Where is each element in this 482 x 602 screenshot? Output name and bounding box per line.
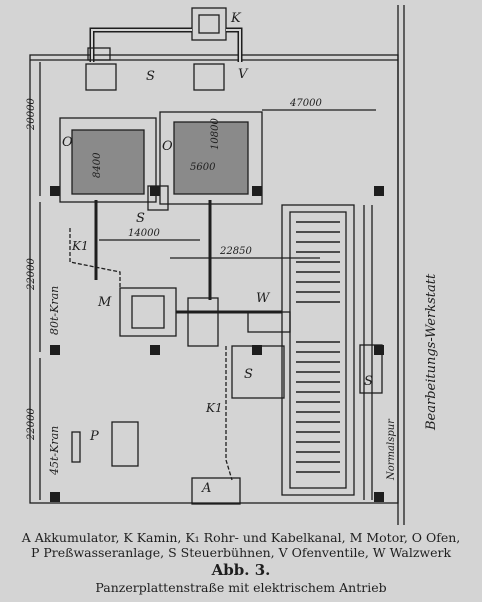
furnace-left-hearth <box>71 129 145 195</box>
label-motor: M <box>97 295 112 310</box>
label-control-stand-bottom: S <box>244 367 253 382</box>
dim-5600: 5600 <box>190 162 216 173</box>
legend-line-2: P Preßwasseranlage, S Steuerbühnen, V Of… <box>30 545 452 560</box>
motor <box>119 287 177 337</box>
cable-channel-bottom <box>225 346 233 481</box>
rail-label: Normalspur <box>386 418 397 481</box>
dim-22000-lower: 22000 <box>26 408 37 441</box>
crane-label-80t: 80t-Kran <box>48 286 61 335</box>
dim-22000-upper: 22000 <box>26 258 37 291</box>
furnace-right-hearth <box>173 121 249 195</box>
chimney-inner <box>198 14 220 34</box>
crane-label-45t: 45t-Kran <box>48 426 61 476</box>
roller-table <box>281 204 355 496</box>
flue-duct <box>89 27 243 62</box>
furnace-valve-left <box>85 63 117 91</box>
dim-8400: 8400 <box>92 152 103 178</box>
roll-stand <box>247 311 291 333</box>
label-cable-channel-bottom: K1 <box>205 401 223 415</box>
furnace-left <box>59 117 157 203</box>
control-stand-top <box>87 47 111 61</box>
cable-channel-left <box>69 228 121 288</box>
dim-10800: 10800 <box>210 118 221 150</box>
motor-core <box>131 295 165 329</box>
figure-title: Abb. 3. <box>211 561 271 579</box>
gear-stand <box>187 297 219 347</box>
label-furnace-right: O <box>162 139 173 154</box>
dim-22850: 22850 <box>219 246 252 257</box>
label-chimney: K <box>230 11 242 26</box>
press-water-plant <box>111 421 139 467</box>
roller-table-inner <box>289 211 347 489</box>
label-rolling-mill: W <box>256 291 271 306</box>
dim-14000: 14000 <box>128 228 160 239</box>
label-control-stand-top: S <box>146 69 155 84</box>
dim-20000: 20000 <box>26 98 37 131</box>
dim-47000: 47000 <box>289 98 322 109</box>
press-water-pump <box>71 431 81 463</box>
roller-table-rollers <box>296 221 340 473</box>
furnace-valve-right <box>193 63 225 91</box>
accumulator <box>191 477 241 505</box>
columns <box>50 186 384 502</box>
label-press-water: P <box>89 429 99 444</box>
label-control-stand-right: S <box>364 374 373 389</box>
label-valve: V <box>238 67 249 82</box>
factory-floor-plan: K S V O O S K1 M W S S K1 P A 20000 4700… <box>26 5 439 525</box>
chimney <box>191 7 227 41</box>
label-cable-channel-left: K1 <box>71 239 89 253</box>
label-accumulator: A <box>201 481 211 496</box>
flue-duct-inner <box>91 29 241 62</box>
label-control-stand-mid: S <box>136 211 145 226</box>
control-stand-right <box>359 344 383 394</box>
workshop-label: Bearbeitungs-Werkstatt <box>424 273 439 431</box>
legend-line-1: A Akkumulator, K Kamin, K₁ Rohr- und Kab… <box>21 530 461 545</box>
label-furnace-left: O <box>62 135 73 150</box>
figure-subtitle: Panzerplattenstraße mit elektrischem Ant… <box>95 580 387 595</box>
